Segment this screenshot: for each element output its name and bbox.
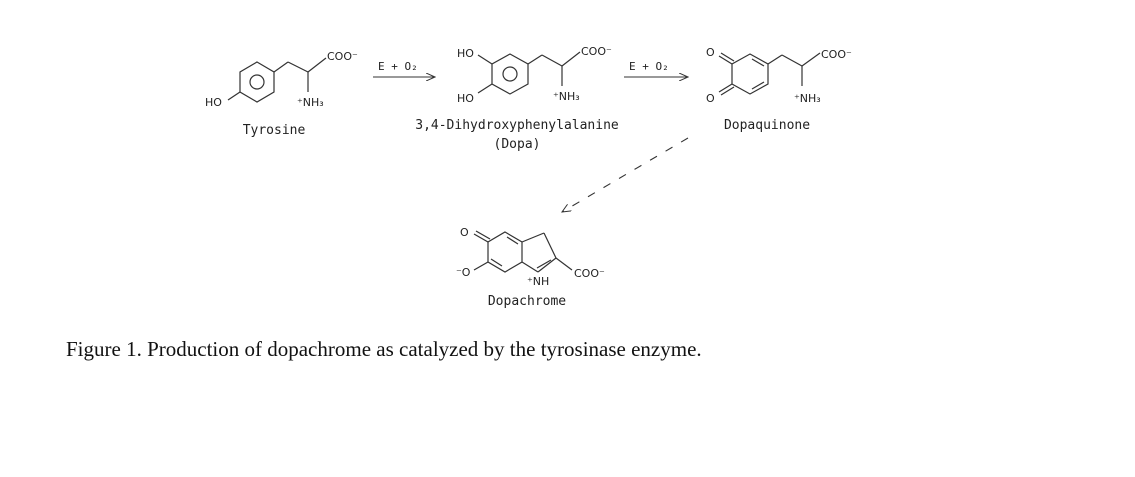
dopachrome-o-top: O (460, 226, 469, 239)
dopachrome-nh-group: ⁺NH (527, 275, 549, 288)
dopa-coo-group: COO⁻ (581, 45, 612, 58)
tyrosine-ho-group: HO (205, 96, 222, 109)
tyrosine-aromatic-circle (249, 74, 265, 90)
arrow-2-label: E + O₂ (629, 60, 669, 73)
dopa-ho-top-group: HO (457, 47, 474, 60)
dopaquinone-nh3-group: ⁺NH₃ (794, 92, 821, 105)
dopaquinone-structure (718, 52, 821, 96)
dopa-structure (477, 51, 581, 95)
dopaquinone-o-top: O (706, 46, 715, 59)
dopaquinone-ring (731, 53, 769, 95)
tyrosine-structure (227, 57, 327, 103)
dopaquinone-coo-group: COO⁻ (821, 48, 852, 61)
dopaquinone-label: Dopaquinone (724, 118, 810, 133)
dopa-nh3-group: ⁺NH₃ (553, 90, 580, 103)
dopachrome-label: Dopachrome (488, 294, 566, 309)
tyrosine-label: Tyrosine (243, 123, 306, 138)
dopa-benzene-ring (491, 53, 529, 95)
dopa-label-line2: (Dopa) (494, 137, 541, 152)
dopachrome-structure (473, 230, 573, 273)
dopachrome-o-minus: ⁻O (456, 266, 471, 279)
dopa-ho-bottom-group: HO (457, 92, 474, 105)
dopachrome-coo-group: COO⁻ (574, 267, 605, 280)
figure-caption: Figure 1. Production of dopachrome as ca… (66, 337, 702, 361)
cyclization-dashed-arrow (562, 137, 689, 212)
tyrosine-benzene-ring (239, 61, 275, 103)
dopa-aromatic-circle (502, 66, 518, 82)
dopachrome-six-ring (487, 231, 523, 273)
dopaquinone-o-bottom: O (706, 92, 715, 105)
tyrosine-nh3-group: ⁺NH₃ (297, 96, 324, 109)
tyrosine-coo-group: COO⁻ (327, 50, 358, 63)
dopa-label-line1: 3,4-Dihydroxyphenylalanine (415, 118, 619, 133)
arrow-1-label: E + O₂ (378, 60, 418, 73)
